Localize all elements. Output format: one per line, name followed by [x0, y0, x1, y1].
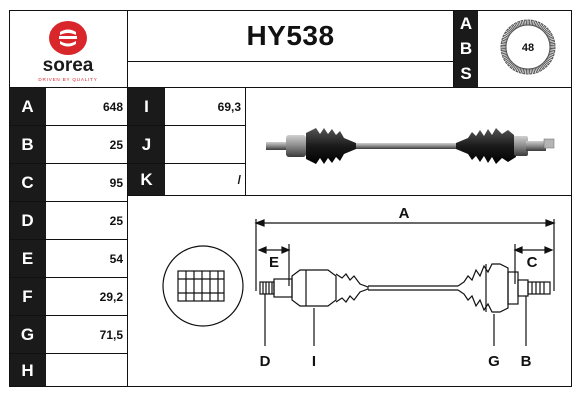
spec-row-i: I 69,3 — [128, 88, 246, 126]
spec-row-j: J — [128, 126, 246, 164]
brand-tagline: DRIVEN BY QUALITY — [38, 77, 97, 82]
callout-d-label: D — [260, 353, 271, 370]
spec-value: 648 — [102, 99, 123, 114]
abs-letter-b: B — [459, 39, 473, 58]
spec-letter: J — [128, 126, 165, 163]
spec-row-g: G 71,5 — [9, 316, 128, 354]
spec-value: 29,2 — [99, 289, 123, 304]
spec-letter: F — [9, 278, 46, 315]
spec-row-h: H — [9, 354, 128, 387]
spec-value: 71,5 — [99, 327, 123, 342]
drive-shaft-image — [266, 128, 555, 164]
part-number: HY538 — [128, 10, 454, 62]
spec-row-f: F 29,2 — [9, 278, 128, 316]
brand-name: sorea — [43, 55, 94, 76]
spec-row-a: A 648 — [9, 88, 128, 126]
spec-value: 25 — [109, 137, 123, 152]
subtitle-cell — [128, 62, 454, 88]
dimension-diagram: A E C D I G B — [162, 205, 556, 370]
spec-row-e: E 54 — [9, 240, 128, 278]
spec-row-k: K / — [128, 164, 246, 196]
spec-letter: C — [9, 164, 46, 201]
abs-letter-s: S — [460, 64, 472, 83]
outer-frame — [9, 10, 572, 387]
spec-letter: E — [9, 240, 46, 277]
spec-value: 69,3 — [217, 99, 241, 114]
abs-teeth-count: 48 — [522, 42, 534, 54]
spec-value: 95 — [109, 175, 123, 190]
brand-logo-cell: sorea DRIVEN BY QUALITY — [9, 10, 128, 88]
callout-b-label: B — [521, 353, 532, 370]
dimension-e-label: E — [269, 254, 279, 271]
spec-row-b: B 25 — [9, 126, 128, 164]
dimension-c-label: C — [527, 254, 538, 271]
drive-shaft-photo-cell — [246, 88, 572, 196]
spec-letter: B — [9, 126, 46, 163]
brand-logo: sorea DRIVEN BY QUALITY — [38, 21, 97, 82]
abs-ring-cell: 48 — [478, 10, 572, 88]
spec-value: / — [237, 172, 241, 187]
spec-letter: I — [128, 88, 165, 125]
spec-letter: H — [9, 354, 46, 387]
spec-letter: G — [9, 316, 46, 353]
callout-g-label: G — [488, 353, 500, 370]
abs-ring-icon: 48 — [500, 19, 556, 75]
spec-value: 25 — [109, 213, 123, 228]
spec-value: 54 — [109, 251, 123, 266]
spec-row-c: C 95 — [9, 164, 128, 202]
spec-letter: D — [9, 202, 46, 239]
callout-i-label: I — [312, 353, 316, 370]
spec-letter: K — [128, 164, 165, 195]
technical-diagram: A E C D I G B — [128, 196, 572, 387]
spec-letter: A — [9, 88, 46, 125]
spec-row-d: D 25 — [9, 202, 128, 240]
dimension-a-label: A — [399, 205, 410, 222]
abs-letter-a: A — [459, 14, 473, 33]
abs-column: A B S — [454, 10, 478, 88]
